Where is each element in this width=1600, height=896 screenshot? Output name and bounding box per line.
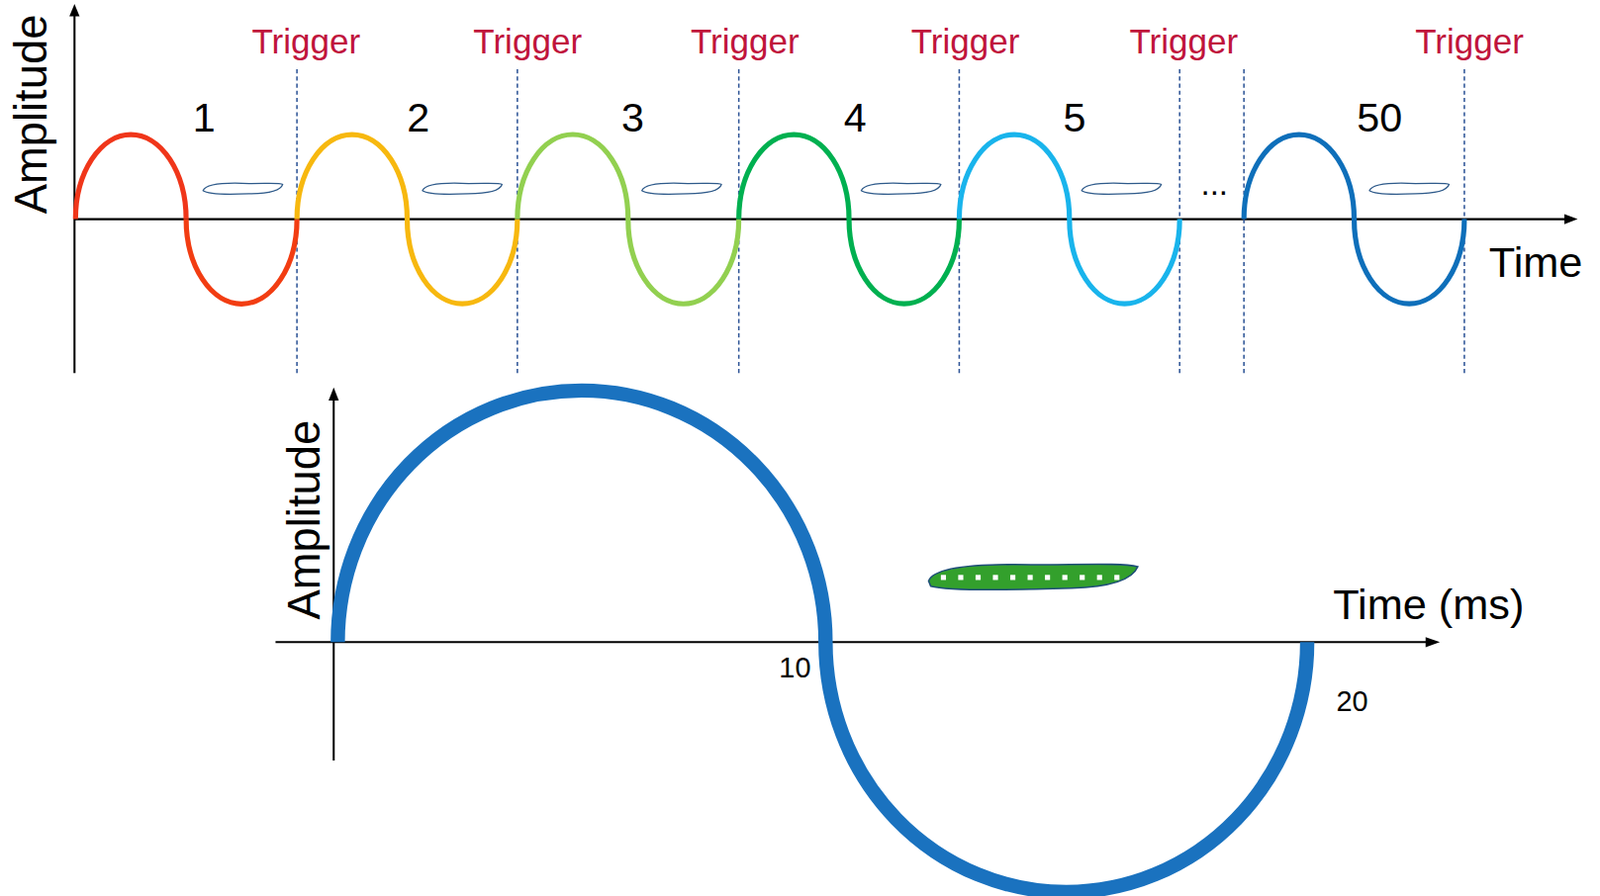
cell-outline <box>1369 183 1449 194</box>
y-axis <box>73 13 76 374</box>
tick-label: 10 <box>778 655 811 684</box>
cell-dot <box>1079 574 1085 580</box>
cell-dot <box>1028 574 1034 580</box>
period-number: 4 <box>844 96 867 138</box>
sine-period <box>337 390 1308 893</box>
axis-label: Time <box>1489 241 1584 284</box>
axis-label: Amplitude <box>8 14 54 215</box>
cell-dot <box>1062 574 1068 580</box>
axis-arrow <box>69 3 80 16</box>
cell-dots <box>941 574 1120 580</box>
y-axis <box>332 399 335 761</box>
cell-dot <box>1044 574 1050 580</box>
trigger-lines <box>296 69 1465 374</box>
x-axis <box>275 641 1426 644</box>
period-number: 2 <box>406 96 430 138</box>
axis-label: Time (ms) <box>1332 583 1524 627</box>
cell-outlines <box>202 183 1449 194</box>
trigger-label: Trigger <box>1414 23 1524 59</box>
cell-outline <box>860 183 941 194</box>
period-number: 5 <box>1062 96 1086 138</box>
axis-arrow <box>1425 637 1440 648</box>
axis-arrow <box>1564 213 1578 224</box>
tick-label: 20 <box>1335 688 1368 718</box>
cell-outline <box>422 183 502 194</box>
period-number: 1 <box>192 96 216 138</box>
trigger-label: Trigger <box>252 23 362 59</box>
cell-dot <box>1010 574 1016 580</box>
cell <box>928 564 1137 590</box>
period-number: 3 <box>621 96 645 138</box>
cell-outline <box>642 183 722 194</box>
cell-outline <box>202 183 283 194</box>
cell-outline <box>1081 183 1161 194</box>
cell-dot <box>1097 574 1103 580</box>
cell-dot <box>957 574 963 580</box>
cell-dot <box>941 574 946 580</box>
sine-waves <box>75 134 1465 304</box>
axis-label: Amplitude <box>282 420 327 621</box>
period-number: 50 <box>1356 96 1403 138</box>
cell-dot <box>992 574 998 580</box>
trigger-label: Trigger <box>690 23 800 59</box>
cell-dot <box>1114 574 1120 580</box>
trigger-label: Trigger <box>472 23 582 59</box>
axis-arrow <box>328 387 339 401</box>
ellipsis: ... <box>1200 167 1228 200</box>
cell-dot <box>975 574 981 580</box>
trigger-label: Trigger <box>911 23 1021 59</box>
trigger-label: Trigger <box>1129 23 1238 59</box>
